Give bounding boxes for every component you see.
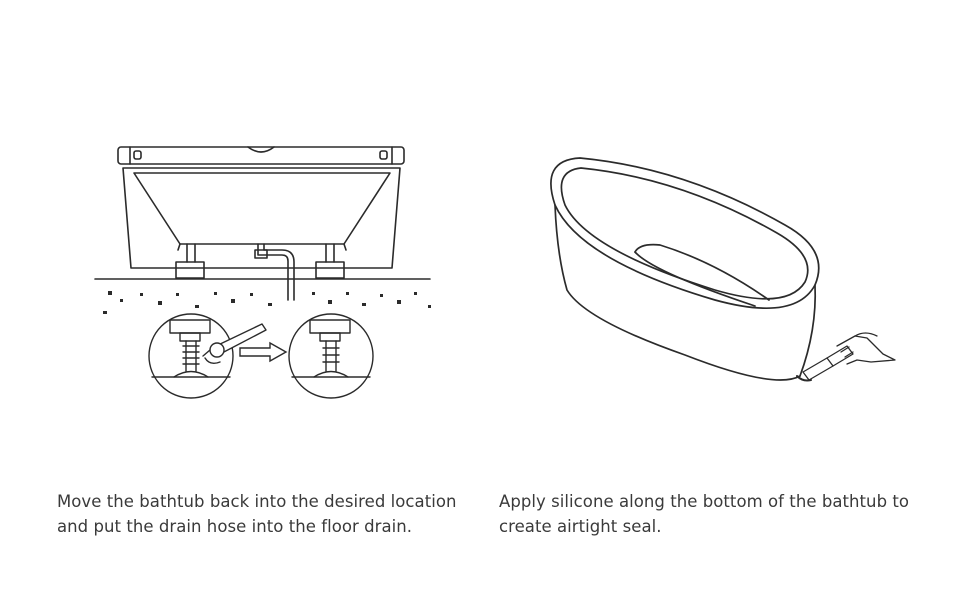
step-2-caption-line-2: create airtight seal. — [499, 517, 662, 536]
step-1-caption: Move the bathtub back into the desired l… — [57, 489, 477, 539]
step-1-caption-line-2: and put the drain hose into the floor dr… — [57, 517, 413, 536]
step-2-caption-line-1: Apply silicone along the bottom of the b… — [499, 492, 910, 511]
arrow-right-icon — [239, 341, 288, 363]
step-move-bathtub: Move the bathtub back into the desired l… — [57, 146, 477, 539]
step-1-caption-line-1: Move the bathtub back into the desired l… — [57, 492, 457, 511]
step-apply-silicone: Apply silicone along the bottom of the b… — [485, 0, 970, 600]
step-2-illustration — [550, 157, 896, 382]
adjustable-foot-detail-before — [148, 313, 267, 399]
adjustable-foot-detail-after — [288, 313, 374, 399]
bathtub-oval-icon — [550, 157, 820, 381]
step-2-caption: Apply silicone along the bottom of the b… — [499, 489, 959, 539]
silicone-gun-icon — [796, 332, 896, 382]
adjustable-foot-icon — [151, 319, 231, 378]
bathtub-front-icon — [117, 146, 405, 279]
wrench-icon — [202, 323, 267, 365]
step-1-illustration — [94, 146, 431, 399]
drain-pipe-icon — [254, 243, 295, 301]
floor-debris-icon — [103, 291, 431, 314]
